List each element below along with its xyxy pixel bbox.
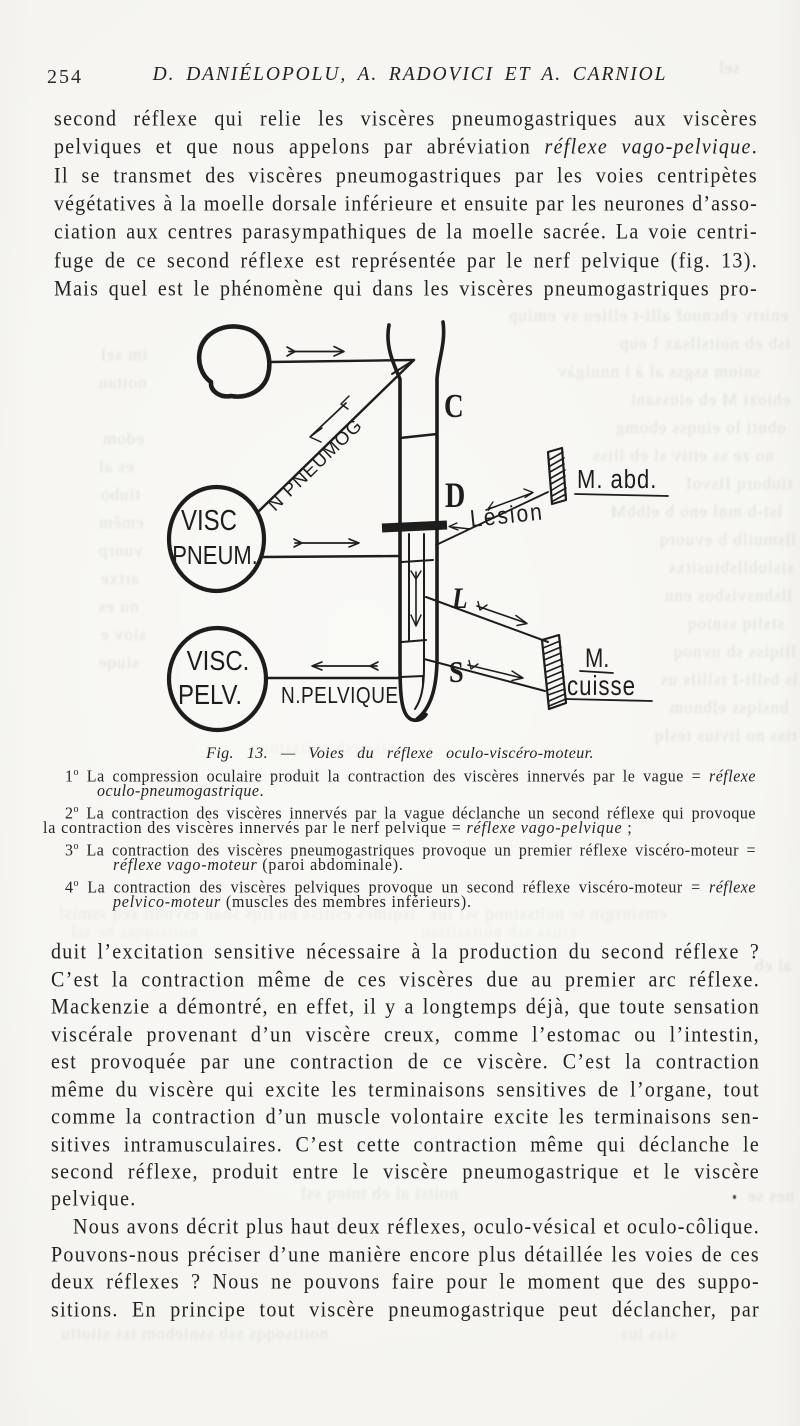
svg-text:VISC.: VISC. <box>187 647 250 677</box>
svg-text:cuisse: cuisse <box>567 671 636 702</box>
svg-text:PELV.: PELV. <box>178 681 242 711</box>
svg-text:C: C <box>444 387 464 425</box>
svg-text:M.: M. <box>585 644 609 673</box>
svg-text:VISC: VISC <box>181 504 237 536</box>
svg-text:PNEUM.: PNEUM. <box>172 541 258 570</box>
svg-text:D: D <box>445 475 465 515</box>
svg-text:N.PELVIQUE: N.PELVIQUE <box>281 683 399 708</box>
svg-text:Lésion: Lésion <box>469 498 545 532</box>
svg-text:N PNEUMOG: N PNEUMOG <box>263 414 366 515</box>
svg-text:M. abd.: M. abd. <box>577 465 657 494</box>
svg-text:L: L <box>451 582 467 615</box>
svg-text:S: S <box>449 655 464 689</box>
